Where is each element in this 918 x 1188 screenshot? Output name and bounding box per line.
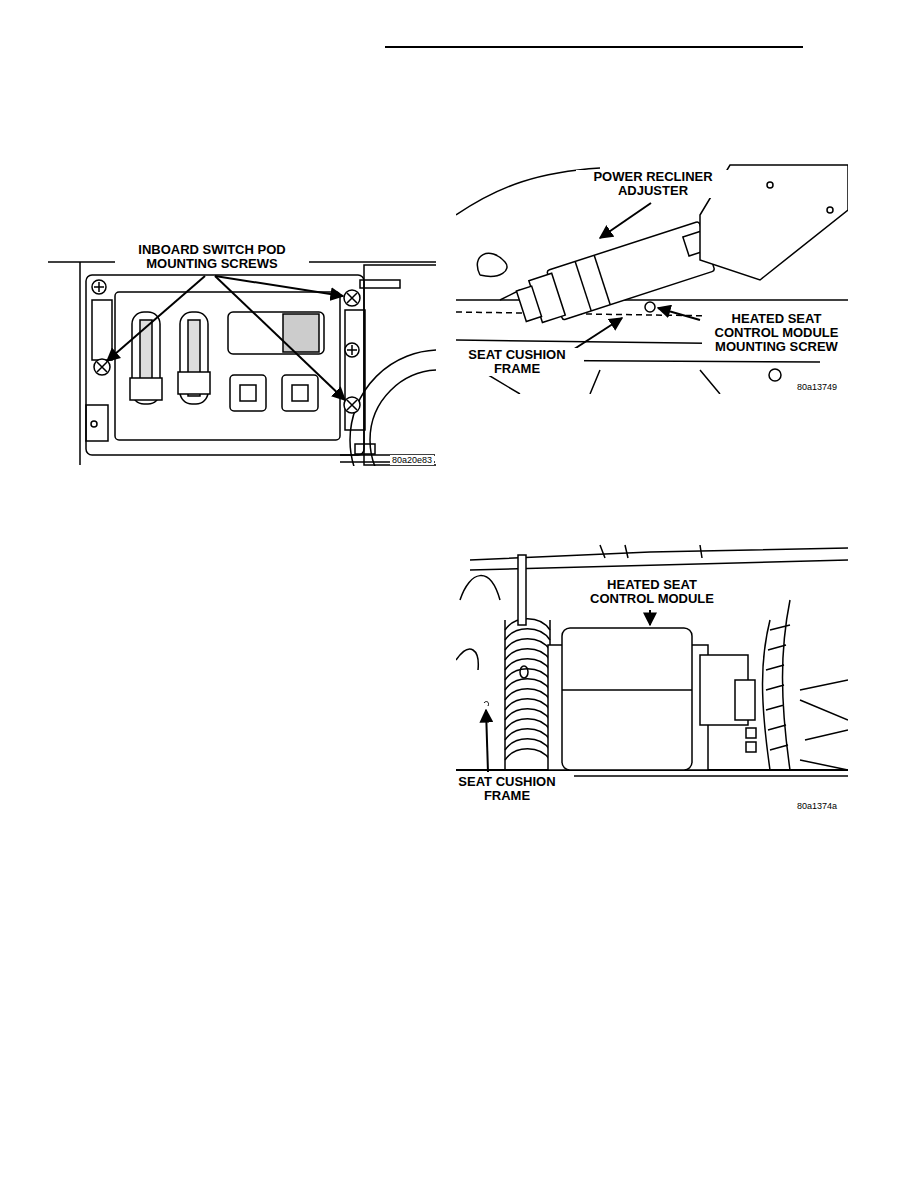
part-label: INBOARD SWITCH POD MOUNTING SCREWS	[115, 243, 309, 271]
part-label: HEATED SEAT CONTROL MODULE MOUNTING SCRE…	[702, 312, 851, 354]
figure-code: 80a1374a	[795, 801, 839, 811]
figure-code: 80a20e83	[390, 455, 434, 465]
part-label: SEAT CUSHION FRAME	[450, 348, 584, 376]
part-label: SEAT CUSHION FRAME	[440, 775, 574, 803]
figure-code: 80a13749	[795, 382, 839, 392]
part-label: HEATED SEAT CONTROL MODULE	[575, 578, 729, 606]
part-label: POWER RECLINER ADJUSTER	[576, 170, 730, 198]
